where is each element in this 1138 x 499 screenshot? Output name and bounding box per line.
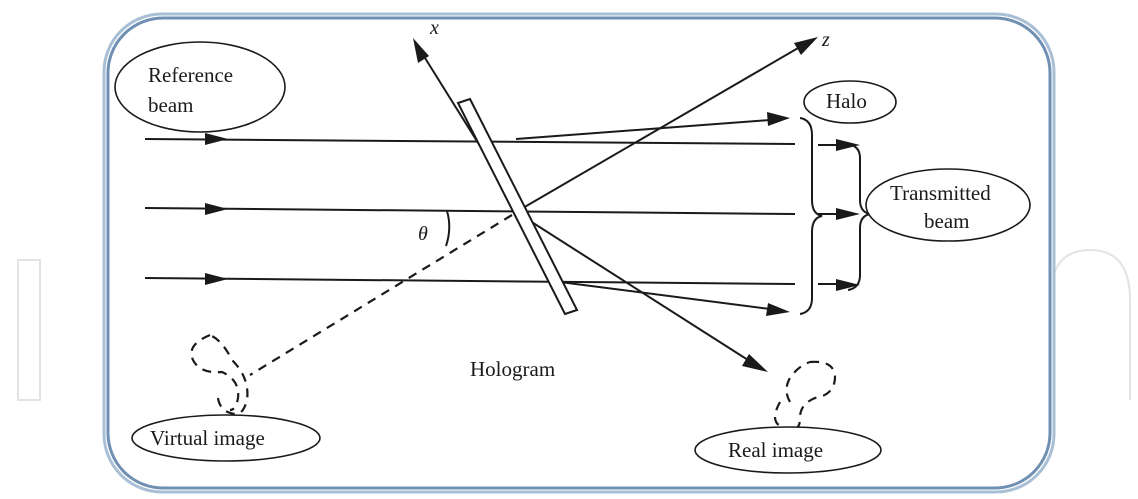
- real-image-label: Real image: [694, 426, 882, 474]
- svg-text:beam: beam: [924, 209, 969, 233]
- virtual-image-ray: [249, 214, 513, 376]
- virtual-image-label: Virtual image: [131, 414, 321, 462]
- halo-brace: [799, 117, 823, 315]
- virtual-image-shape: [190, 333, 249, 416]
- svg-text:Real image: Real image: [728, 438, 823, 462]
- angle-label: θ: [418, 223, 428, 245]
- diffracted-rays: [515, 112, 790, 372]
- hologram-plate: [456, 97, 579, 316]
- real-image-shape: [773, 360, 837, 430]
- svg-text:Virtual image: Virtual image: [150, 426, 265, 450]
- z-axis: z: [515, 29, 830, 213]
- svg-text:Transmitted: Transmitted: [890, 181, 991, 205]
- reference-beams: [144, 133, 796, 285]
- angle-arc: [445, 210, 451, 247]
- reference-beam-label: Reference beam: [114, 41, 286, 133]
- x-axis-label: x: [429, 17, 439, 39]
- transmitted-beam-label: Transmitted beam: [865, 168, 1031, 242]
- hologram-label: Hologram: [470, 357, 555, 381]
- svg-text:Halo: Halo: [826, 89, 867, 113]
- z-axis-label: z: [821, 29, 830, 51]
- halo-label: Halo: [803, 80, 897, 124]
- svg-text:beam: beam: [148, 93, 193, 117]
- svg-text:Reference: Reference: [148, 63, 233, 87]
